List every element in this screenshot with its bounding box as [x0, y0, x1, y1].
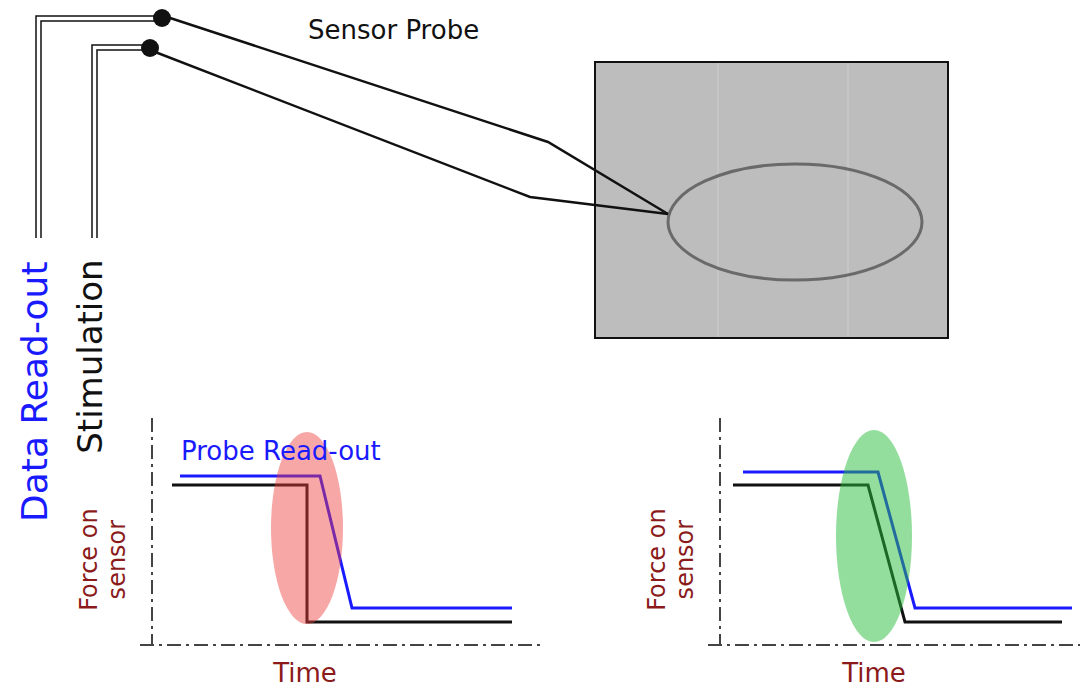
- x-axis: [140, 644, 540, 646]
- x-axis: [708, 644, 1080, 646]
- axis-title: Force on sensor: [76, 488, 131, 632]
- y-axis: [719, 418, 721, 645]
- channel-label: Stimulation: [70, 260, 109, 454]
- readout-lead: [36, 16, 158, 238]
- connector-dot: [141, 39, 159, 57]
- grid-line: [848, 63, 849, 337]
- stimulation-lead: [97, 50, 145, 238]
- readout-trace: [180, 476, 512, 608]
- probe-wire: [150, 50, 668, 214]
- connector-dot: [153, 9, 171, 27]
- grid-line: [718, 63, 719, 337]
- channel-label: Data Read-out: [13, 262, 54, 522]
- y-axis: [151, 418, 153, 645]
- cell-outline: [668, 164, 922, 280]
- specimen-box: [595, 62, 948, 338]
- probe-wire: [164, 16, 668, 214]
- axis-title: Time: [842, 659, 906, 689]
- stimulation-lead: [92, 45, 145, 238]
- readout-lead: [41, 21, 158, 238]
- axis-title: Force on sensor: [644, 488, 699, 632]
- axis-title: Time: [273, 659, 337, 689]
- match-highlight: [836, 430, 912, 642]
- trace-label: Probe Read-out: [181, 437, 381, 467]
- probe-name: Sensor Probe: [308, 16, 479, 46]
